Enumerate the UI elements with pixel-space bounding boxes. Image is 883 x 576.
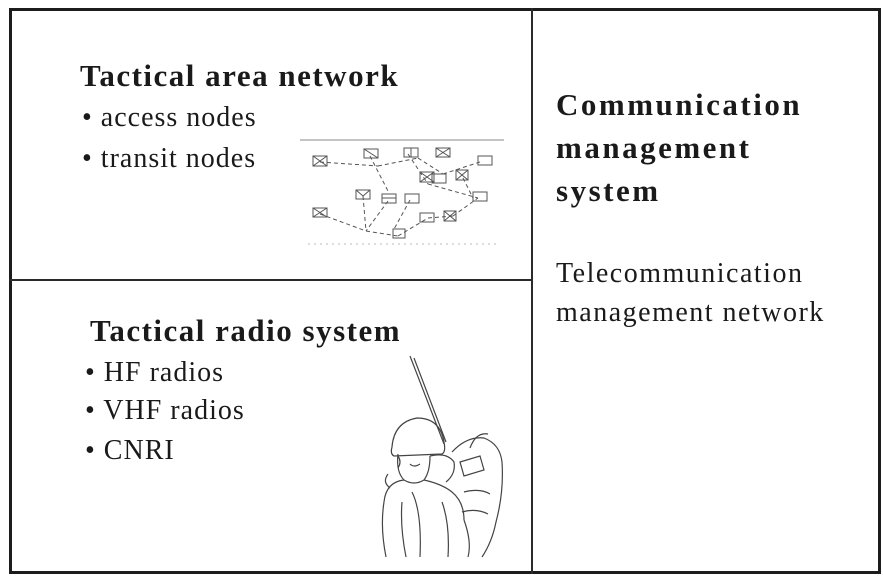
hf-radios-bullet: • HF radios (85, 357, 225, 388)
soldier-radio-icon (381, 355, 503, 558)
tactical-radio-system-title: Tactical radio system (90, 313, 402, 348)
access-nodes-bullet: • access nodes (82, 102, 257, 133)
vertical-divider (531, 8, 533, 574)
tactical-area-network-title: Tactical area network (80, 58, 400, 93)
horizontal-divider (9, 279, 532, 281)
transit-nodes-bullet: • transit nodes (82, 143, 257, 174)
vhf-radios-bullet: • VHF radios (85, 395, 245, 426)
network-nodes-icon (300, 139, 504, 245)
cnri-bullet: • CNRI (85, 435, 175, 466)
diagram-frame (9, 8, 881, 574)
telecommunication-management-network-text: Telecommunication management network (556, 258, 825, 328)
communication-management-system-title: Communication management system (556, 87, 803, 208)
